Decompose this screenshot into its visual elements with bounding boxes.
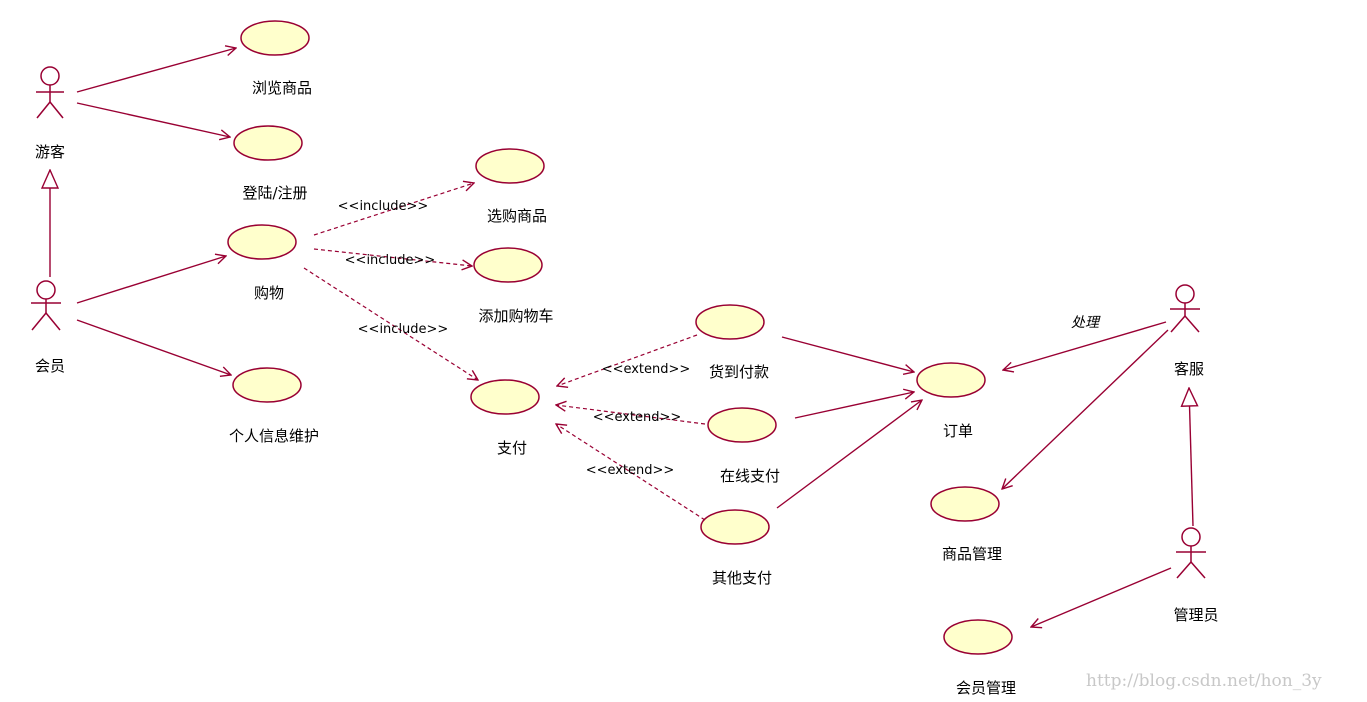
extend-label-cod: <<extend>> [602, 362, 691, 377]
usecase-profile-ellipse [232, 367, 302, 403]
actor-member: 会员 [31, 280, 65, 375]
usecase-shopping-label: 购物 [254, 284, 284, 302]
usecase-select-ellipse [475, 148, 545, 184]
usecase-member-mgmt-ellipse [943, 619, 1013, 655]
usecase-login-ellipse [233, 125, 303, 161]
usecase-other-label: 其他支付 [712, 569, 772, 587]
usecase-online: 在线支付 [707, 407, 780, 485]
extend-label-other: <<extend>> [586, 463, 675, 478]
usecase-browse-label: 浏览商品 [252, 79, 312, 97]
extend-cod-pay [557, 334, 698, 386]
actor-guest-icon [36, 66, 64, 119]
extend-label-online: <<extend>> [593, 410, 682, 425]
assoc-member-profile [76, 319, 231, 375]
include-label-pay: <<include>> [358, 322, 449, 337]
usecase-online-ellipse [707, 407, 777, 443]
usecase-browse-ellipse [240, 20, 310, 56]
usecase-other: 其他支付 [700, 509, 772, 587]
actor-service: 客服 [1170, 284, 1204, 378]
usecase-member-mgmt: 会员管理 [943, 619, 1016, 697]
usecase-cod: 货到付款 [695, 304, 769, 381]
usecase-cart: 添加购物车 [473, 247, 554, 325]
usecase-cod-ellipse [695, 304, 765, 340]
usecase-login: 登陆/注册 [233, 125, 308, 202]
include-shopping-select [313, 183, 474, 236]
usecase-select: 选购商品 [475, 148, 547, 225]
actor-admin: 管理员 [1173, 527, 1219, 624]
usecase-shopping-ellipse [227, 224, 297, 260]
include-shopping-cart [313, 248, 472, 266]
actor-admin-icon [1176, 527, 1206, 579]
extend-other-pay [556, 424, 706, 521]
actor-guest-label: 游客 [35, 143, 65, 161]
usecase-shopping: 购物 [227, 224, 297, 302]
usecase-order: 订单 [916, 362, 986, 440]
actor-admin-label: 管理员 [1173, 606, 1218, 624]
usecase-order-ellipse [916, 362, 986, 398]
actor-service-icon [1170, 284, 1200, 333]
usecase-pay-ellipse [470, 379, 540, 415]
include-label-cart: <<include>> [345, 253, 436, 268]
usecase-cod-label: 货到付款 [709, 363, 769, 381]
usecase-goods-mgmt: 商品管理 [930, 486, 1002, 563]
usecase-cart-ellipse [473, 247, 543, 283]
usecase-pay: 支付 [470, 379, 540, 457]
assoc-member-shopping [76, 256, 226, 304]
usecase-member-mgmt-label: 会员管理 [956, 679, 1016, 697]
usecase-order-label: 订单 [943, 422, 973, 440]
include-label-select: <<include>> [338, 199, 429, 214]
assoc-admin-member-mgmt [1031, 567, 1172, 627]
assoc-other-order [776, 400, 922, 509]
assoc-guest-browse [76, 48, 236, 93]
usecase-pay-label: 支付 [497, 439, 527, 457]
usecase-cart-label: 添加购物车 [478, 307, 553, 325]
generalization-admin-service [1189, 388, 1193, 527]
assoc-service-goods-mgmt [1002, 329, 1169, 489]
usecase-select-label: 选购商品 [487, 207, 547, 225]
actor-service-label: 客服 [1174, 360, 1204, 378]
assoc-online-order [794, 392, 914, 419]
usecase-profile: 个人信息维护 [229, 367, 319, 445]
actor-guest: 游客 [35, 66, 65, 161]
assoc-cod-order [781, 336, 914, 372]
assoc-guest-login [76, 102, 230, 137]
usecase-browse: 浏览商品 [240, 20, 312, 97]
usecase-login-label: 登陆/注册 [242, 184, 307, 202]
watermark: http://blog.csdn.net/hon_3y [1086, 671, 1322, 691]
actor-member-label: 会员 [35, 357, 65, 375]
usecase-other-ellipse [700, 509, 770, 545]
usecase-goods-mgmt-label: 商品管理 [942, 545, 1002, 563]
handle-label: 处理 [1071, 315, 1101, 331]
assoc-service-order [1003, 321, 1167, 370]
usecase-online-label: 在线支付 [720, 467, 780, 485]
usecase-profile-label: 个人信息维护 [229, 427, 319, 445]
actor-member-icon [31, 280, 61, 331]
usecase-goods-mgmt-ellipse [930, 486, 1000, 522]
